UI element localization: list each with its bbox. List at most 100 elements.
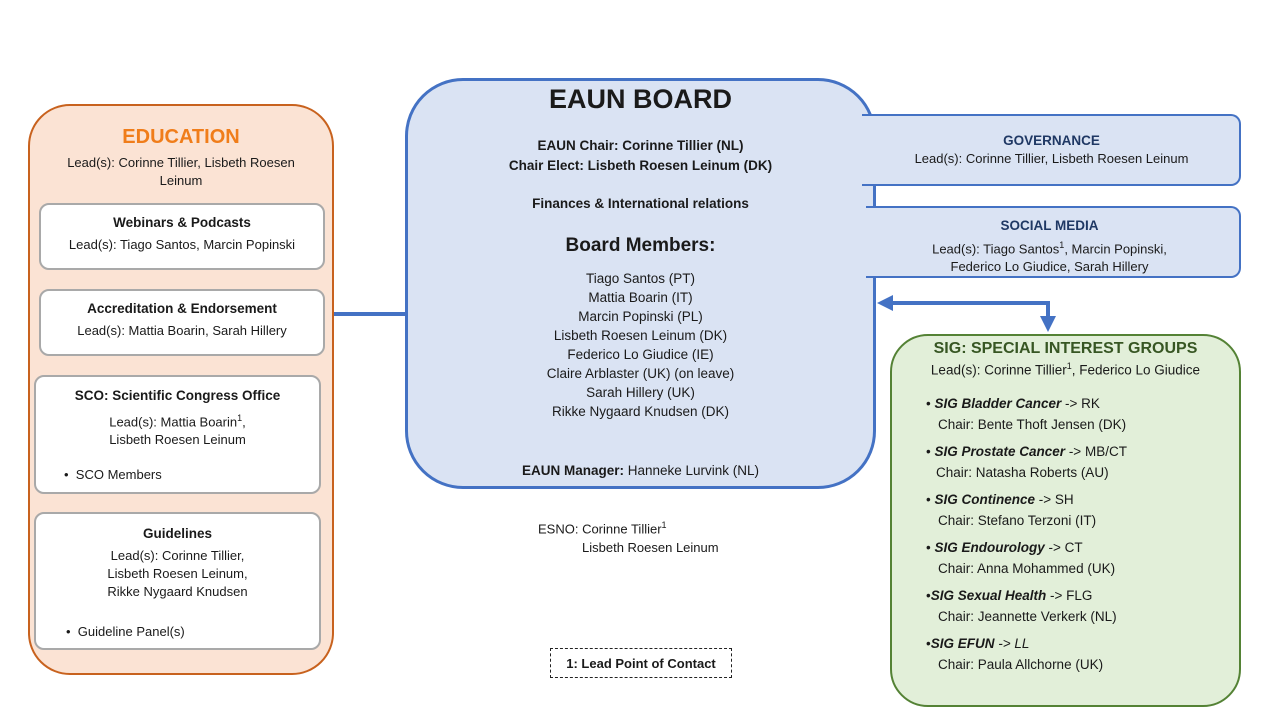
guidelines-title: Guidelines	[142, 526, 213, 541]
list-item: • SIG Endourology -> CT	[926, 540, 1236, 561]
sig-group-name: SIG Continence	[934, 492, 1036, 507]
board-panel	[405, 78, 876, 489]
board-manager-label: EAUN Manager:	[521, 463, 624, 478]
board-members-heading: Board Members:	[565, 235, 716, 256]
list-item: • SIG Prostate Cancer -> MB/CT	[926, 444, 1236, 465]
governance-title: GOVERNANCE	[1003, 133, 1100, 148]
education-leads-line1: Lead(s): Corinne Tillier, Lisbeth Roesen	[67, 155, 295, 170]
guideline-panel-bullet: • Guideline Panel(s)	[66, 623, 185, 641]
board-members-list: Tiago Santos (PT) Mattia Boarin (IT) Mar…	[405, 269, 876, 421]
sig-list: • SIG Bladder Cancer -> RK Chair: Bente …	[926, 396, 1236, 684]
sig-leads: Lead(s): Corinne Tillier1, Federico Lo G…	[890, 361, 1241, 378]
board-sig-connector	[877, 295, 1056, 332]
sco-members-bullet: • SCO Members	[64, 466, 162, 484]
social-media-leads-b: , Marcin Popinski,	[1064, 241, 1167, 257]
social-media-leads-line2: Federico Lo Giudice, Sarah Hillery	[950, 259, 1149, 275]
sig-group-chair: Chair: Anna Mohammed (UK)	[938, 561, 1116, 576]
accreditation-title: Accreditation & Endorsement	[87, 301, 277, 316]
board-member: Tiago Santos (PT)	[585, 271, 696, 286]
sig-leads-b: , Federico Lo Giudice	[1071, 362, 1201, 378]
esno-lead-marker: 1	[661, 520, 667, 530]
sco-lead-marker: 1	[237, 413, 243, 423]
sig-panel	[890, 334, 1241, 707]
sig-group-suffix: -> MB/CT	[1065, 444, 1127, 459]
accreditation-box: Accreditation & Endorsement Lead(s): Mat…	[39, 289, 325, 356]
guidelines-leads: Lead(s): Corinne Tillier, Lisbeth Roesen…	[36, 547, 319, 601]
bullet-icon: •	[926, 540, 931, 555]
social-media-leads-a: Lead(s): Tiago Santos	[932, 241, 1060, 257]
sco-leads: Lead(s): Mattia Boarin1, Lisbeth Roesen …	[36, 409, 319, 449]
board-member: Sarah Hillery (UK)	[586, 385, 695, 400]
list-item: • SIG Bladder Cancer -> RK	[926, 396, 1236, 417]
bullet-icon: •	[66, 624, 71, 639]
social-media-leads: Lead(s): Tiago Santos1, Marcin Popinski,…	[858, 236, 1241, 276]
sig-group-name: SIG Sexual Health	[930, 588, 1047, 603]
list-item: •SIG Sexual Health -> FLG	[926, 588, 1236, 609]
bullet-icon: •	[926, 588, 931, 603]
board-finances: Finances & International relations	[532, 196, 749, 211]
sig-title: SIG: SPECIAL INTEREST GROUPS	[933, 340, 1198, 357]
sig-group-chair: Chair: Jeannette Verkerk (NL)	[938, 609, 1117, 624]
sco-leads-comma: ,	[242, 414, 246, 430]
sig-group-chair: Chair: Bente Thoft Jensen (DK)	[938, 417, 1127, 432]
board-member: Claire Arblaster (UK) (on leave)	[546, 366, 735, 381]
sig-group-name: SIG Prostate Cancer	[934, 444, 1066, 459]
social-media-lead-marker: 1	[1059, 240, 1065, 250]
sig-group-chair: Chair: Stefano Terzoni (IT)	[938, 513, 1097, 528]
education-title: EDUCATION	[122, 126, 240, 148]
bullet-icon: •	[64, 467, 69, 482]
list-item: • SIG Continence -> SH	[926, 492, 1236, 513]
board-title: EAUN BOARD	[548, 84, 732, 114]
board-member: Mattia Boarin (IT)	[588, 290, 693, 305]
sig-group-name: SIG EFUN	[930, 636, 995, 651]
board-member: Marcin Popinski (PL)	[578, 309, 703, 324]
sig-group-suffix: -> SH	[1035, 492, 1074, 507]
sig-group-name: SIG Endourology	[934, 540, 1045, 555]
webinars-leads: Lead(s): Tiago Santos, Marcin Popinski	[68, 237, 296, 252]
board-chair: EAUN Chair: Corinne Tillier (NL)	[537, 138, 744, 153]
board-member: Rikke Nygaard Knudsen (DK)	[551, 404, 730, 419]
accreditation-leads: Lead(s): Mattia Boarin, Sarah Hillery	[77, 323, 287, 338]
guidelines-leads-line3: Rikke Nygaard Knudsen	[107, 584, 248, 599]
bullet-icon: •	[926, 396, 931, 411]
sco-leads-line1: Lead(s): Mattia Boarin	[109, 414, 238, 430]
bullet-icon: •	[926, 636, 931, 651]
bullet-icon: •	[926, 492, 931, 507]
guidelines-leads-line1: Lead(s): Corinne Tillier,	[110, 548, 245, 563]
sig-group-name: SIG Bladder Cancer	[934, 396, 1062, 411]
sig-group-chair: Chair: Paula Allchorne (UK)	[938, 657, 1104, 672]
board-member: Federico Lo Giudice (IE)	[567, 347, 714, 362]
governance-box	[862, 114, 1241, 186]
bullet-icon: •	[926, 444, 931, 459]
social-media-box	[866, 206, 1241, 278]
guidelines-leads-line2: Lisbeth Roesen Leinum,	[107, 566, 248, 581]
social-media-title: SOCIAL MEDIA	[1000, 218, 1099, 233]
webinars-title: Webinars & Podcasts	[113, 215, 251, 230]
board-member: Lisbeth Roesen Leinum (DK)	[553, 328, 728, 343]
esno-line2: Lisbeth Roesen Leinum	[582, 540, 719, 556]
webinars-box: Webinars & Podcasts Lead(s): Tiago Santo…	[39, 203, 325, 270]
list-item: •SIG EFUN -> LL	[926, 636, 1236, 657]
sig-group-suffix: -> FLG	[1046, 588, 1093, 603]
education-leads-line2: Leinum	[159, 173, 203, 188]
sig-group-chair: Chair: Natasha Roberts (AU)	[936, 465, 1109, 480]
sco-members-label: SCO Members	[75, 467, 162, 482]
sig-lead-marker: 1	[1066, 361, 1072, 371]
esno-label: ESNO: Corinne Tillier	[538, 521, 662, 537]
legend-box: 1: Lead Point of Contact	[550, 648, 732, 678]
education-leads: Lead(s): Corinne Tillier, Lisbeth Roesen…	[40, 154, 322, 190]
esno-note: ESNO: Corinne Tillier1 Lisbeth Roesen Le…	[538, 516, 719, 557]
guidelines-box: Guidelines Lead(s): Corinne Tillier, Lis…	[34, 512, 321, 650]
sig-leads-a: Lead(s): Corinne Tillier	[930, 362, 1067, 378]
board-manager-name: Hanneke Lurvink (NL)	[627, 463, 760, 478]
sco-leads-line2: Lisbeth Roesen Leinum	[109, 432, 246, 448]
sig-group-suffix: -> CT	[1044, 540, 1083, 555]
sco-box: SCO: Scientific Congress Office Lead(s):…	[34, 375, 321, 494]
guideline-panel-label: Guideline Panel(s)	[77, 624, 185, 639]
sig-group-suffix: -> LL	[994, 636, 1030, 651]
sig-group-suffix: -> RK	[1061, 396, 1100, 411]
governance-leads: Lead(s): Corinne Tillier, Lisbeth Roesen…	[914, 151, 1189, 166]
sco-title: SCO: Scientific Congress Office	[74, 388, 281, 403]
board-chair-elect: Chair Elect: Lisbeth Roesen Leinum (DK)	[508, 158, 773, 173]
